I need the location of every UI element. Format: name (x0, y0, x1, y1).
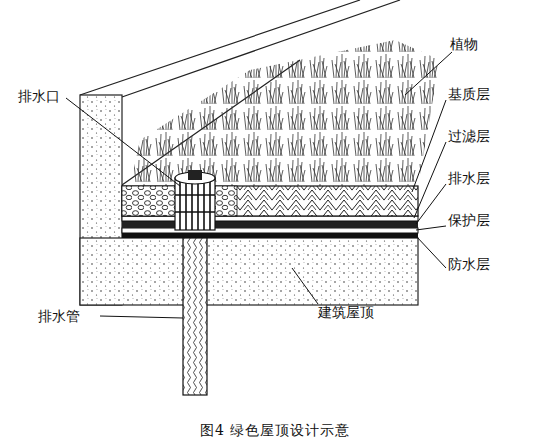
leader-line (292, 268, 318, 304)
leader-line (416, 236, 446, 268)
drain-pipe (183, 238, 207, 395)
leader-line (416, 226, 446, 230)
part-label: 排水口 (18, 88, 60, 104)
part-label: 排水管 (38, 308, 80, 324)
part-label: 植物 (450, 36, 478, 52)
leader-line (414, 142, 446, 218)
roof-texture (80, 238, 418, 305)
leader-line (100, 316, 183, 318)
plant-layer (130, 40, 440, 186)
drain-outlet (175, 178, 215, 230)
part-label: 保护层 (448, 212, 490, 228)
part-label: 建筑屋顶 (318, 304, 374, 320)
pipe-texture (183, 238, 207, 395)
leader-line (405, 52, 452, 95)
leader-line (416, 184, 446, 224)
drain-top (188, 170, 202, 180)
filter-layer (122, 216, 418, 221)
roof-slab (80, 238, 418, 305)
part-label: 过滤层 (448, 128, 490, 144)
drainage-layer (122, 221, 418, 228)
figure-caption: 图4 绿色屋顶设计示意 (200, 422, 350, 438)
leader-line (66, 98, 180, 186)
part-label: 基质层 (448, 86, 490, 102)
part-label: 防水层 (448, 256, 490, 272)
protection-layer (122, 228, 418, 233)
leader-line (412, 100, 446, 192)
part-label: 排水层 (448, 170, 490, 186)
waterproof-layer (122, 233, 418, 238)
substrate-layer (122, 186, 418, 216)
